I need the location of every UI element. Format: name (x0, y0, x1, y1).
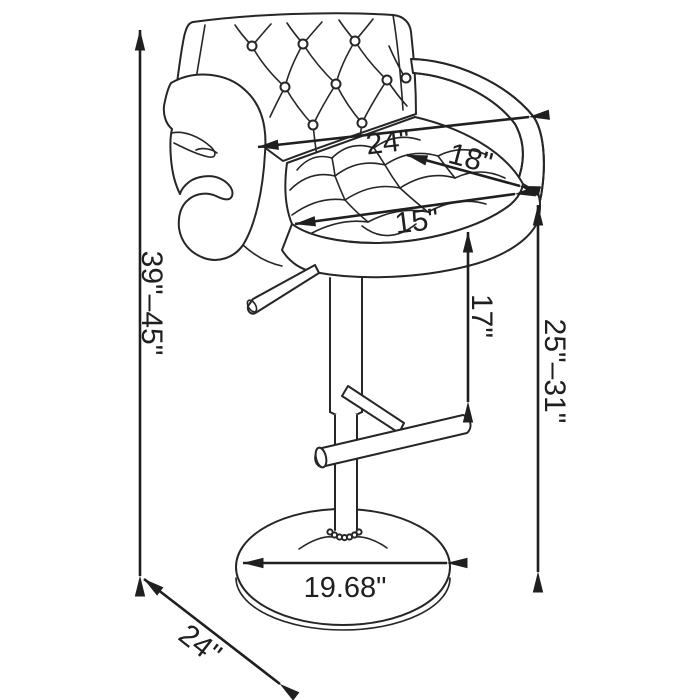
backrest-left-seam (195, 24, 206, 80)
overall-height-label: 39"–45" (135, 251, 168, 356)
dim-seat-height-range: 25"–31" (532, 204, 571, 593)
seat-height-range-label: 25"–31" (538, 319, 571, 424)
base-diameter-label: 19.68" (304, 572, 387, 604)
footrest-bar-endcap (314, 446, 328, 469)
base-dome-line-left (298, 536, 333, 550)
overall-depth-label: 24" (172, 618, 227, 671)
armrest-left (162, 73, 283, 267)
column-base-collar (326, 528, 363, 542)
armrest-curl-lens (195, 147, 218, 154)
gas-lift-column (326, 277, 363, 542)
dim-seat-front-width: 15" (294, 186, 537, 241)
seat-to-footrest-label: 17" (465, 294, 498, 338)
armrest-to-seat-line (242, 244, 283, 267)
dim-back-width: 24" (257, 109, 550, 162)
dim-seat-to-footrest: 17" (462, 231, 498, 423)
back-width-label: 24" (364, 124, 411, 162)
dim-overall-height: 39"–45" (134, 29, 168, 597)
armrest-curl-detail (171, 131, 216, 158)
seat-front-width-label: 15" (393, 203, 441, 241)
dim-base-diameter: 19.68" (242, 557, 468, 604)
height-adjustment-lever (246, 264, 320, 315)
